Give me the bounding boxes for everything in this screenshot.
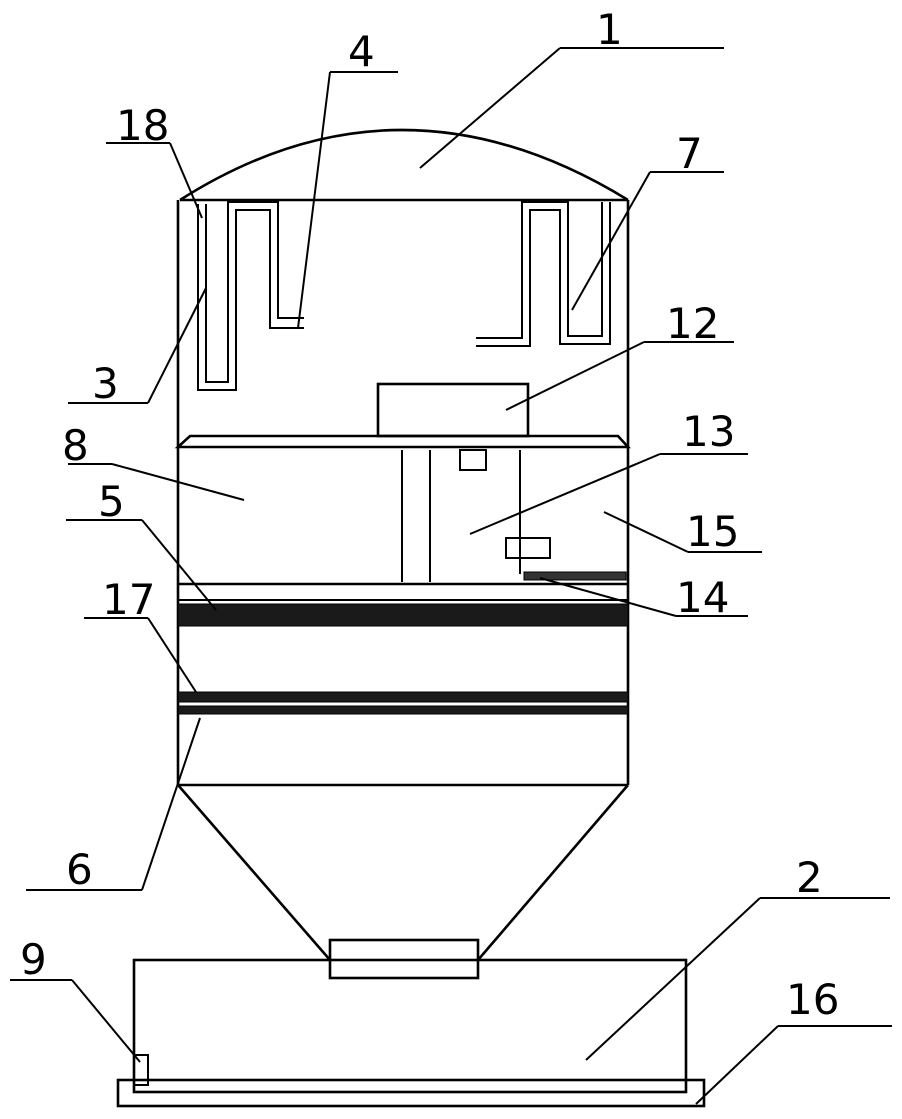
label-18: 18 xyxy=(116,101,169,150)
label-1: 1 xyxy=(596,5,623,54)
right-u-tube-inner xyxy=(476,201,603,339)
label-6: 6 xyxy=(66,845,93,894)
shaft-coupling xyxy=(459,449,487,471)
label-3: 3 xyxy=(92,359,119,408)
label-13: 13 xyxy=(682,407,735,456)
label-17: 17 xyxy=(102,575,155,624)
label-12: 12 xyxy=(666,299,719,348)
label-5: 5 xyxy=(98,477,125,526)
filter-band-lower xyxy=(177,691,629,703)
label-2: 2 xyxy=(796,853,823,902)
label-14: 14 xyxy=(676,573,729,622)
label-16: 16 xyxy=(786,975,839,1024)
label-15: 15 xyxy=(686,507,739,556)
label-7: 7 xyxy=(676,129,703,178)
leader-lines xyxy=(10,47,892,1105)
shaft-block xyxy=(505,537,551,559)
right-u-tube-outer xyxy=(476,202,611,347)
collection-box xyxy=(132,958,688,1094)
label-4: 4 xyxy=(348,27,375,76)
dome-lid xyxy=(179,128,629,202)
upper-partition xyxy=(174,434,631,449)
label-9: 9 xyxy=(20,935,47,984)
cone-left xyxy=(177,784,331,961)
label-8: 8 xyxy=(62,421,89,470)
left-u-tube-outer xyxy=(197,204,304,391)
base-plate xyxy=(116,1078,706,1108)
side-handle xyxy=(133,1054,149,1086)
motor-box xyxy=(376,382,530,438)
filter-band-upper xyxy=(177,603,629,627)
left-u-tube-inner xyxy=(205,201,304,383)
cone-right xyxy=(477,784,629,961)
screen-mesh xyxy=(523,571,627,581)
filter-band-lower-2 xyxy=(177,705,629,715)
